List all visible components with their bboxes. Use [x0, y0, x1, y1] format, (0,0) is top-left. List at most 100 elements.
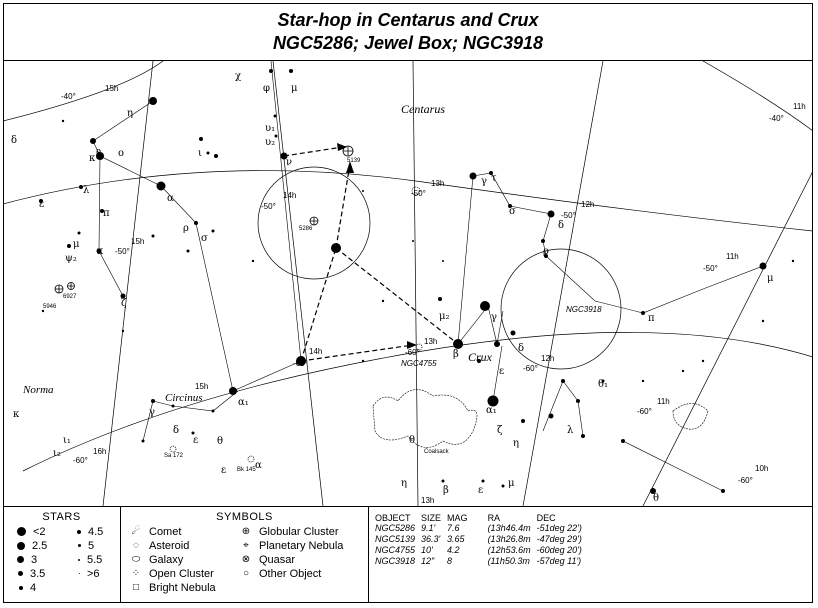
svg-text:ε: ε	[39, 199, 44, 210]
svg-text:ε: ε	[221, 465, 226, 476]
ra-15h-low: 15h	[195, 382, 208, 391]
star-mag-3: 2.5	[17, 539, 75, 552]
ra-line-12h	[522, 61, 604, 506]
svg-text:ζ: ζ	[497, 425, 503, 436]
svg-text:μ₂: μ₂	[439, 311, 450, 322]
star-map: Centarus Crux Norma Circinus 5286 5139 N…	[3, 61, 813, 506]
hop-epsilon-to-beta-crux	[335, 247, 459, 345]
symbol-open-cluster: ⁘Open Cluster	[129, 567, 239, 580]
stars	[39, 69, 795, 494]
label-ngc3918: NGC3918	[566, 305, 602, 314]
hop-epsilon-to-5139	[335, 163, 351, 249]
svg-text:β: β	[96, 149, 102, 160]
globular-cluster-icon: ⊕	[241, 526, 251, 537]
label-centarus: Centarus	[401, 102, 445, 116]
open-cluster-icon: ⁘	[131, 568, 141, 579]
ra-14h-low: 14h	[309, 347, 322, 356]
star-hop-paths	[283, 146, 459, 362]
dec-50-d: -50°	[703, 264, 718, 273]
svg-text:κ: κ	[13, 409, 20, 420]
svg-text:α: α	[167, 193, 174, 204]
svg-text:φ: φ	[263, 83, 270, 94]
star-mag-1: <2	[17, 525, 75, 538]
ra-line-15h	[102, 61, 154, 506]
dec-60-d: -60°	[523, 364, 538, 373]
svg-text:δ: δ	[11, 135, 17, 146]
label-coalsack: Coalsack	[424, 449, 450, 455]
dec-line-minus-50	[3, 170, 813, 232]
svg-text:ε: ε	[499, 366, 504, 377]
svg-text:χ: χ	[235, 71, 241, 82]
svg-text:υ₂: υ₂	[265, 137, 275, 148]
ra-12h-low: 12h	[541, 354, 554, 363]
svg-text:η: η	[513, 438, 519, 449]
svg-text:α₁: α₁	[486, 405, 497, 416]
svg-text:δ: δ	[173, 425, 179, 436]
ra-11h-low: 11h	[657, 397, 670, 406]
coordinate-grid	[3, 61, 813, 506]
label-crux: Crux	[468, 350, 493, 364]
symbol-galaxy: ⬭Galaxy	[129, 553, 239, 566]
svg-text:ι₂: ι₂	[53, 448, 61, 459]
label-ngc4755: NGC4755	[401, 359, 437, 368]
other-object-icon: ○	[242, 568, 250, 579]
planetary-nebula-icon: ⌖	[243, 540, 249, 551]
dec-line-minus-60	[22, 332, 813, 472]
bright-nebula-icon: □	[132, 582, 140, 593]
star-mag-9: 4	[17, 581, 75, 594]
svg-text:ο: ο	[118, 148, 124, 159]
ra-13h-low: 13h	[424, 337, 437, 346]
svg-text:π: π	[103, 208, 110, 219]
ra-10h: 10h	[755, 464, 768, 473]
svg-text:σ: σ	[509, 206, 516, 217]
ra-16h: 16h	[93, 447, 106, 456]
svg-text:μ: μ	[73, 239, 80, 250]
svg-text:γ: γ	[491, 312, 497, 323]
svg-text:ρ: ρ	[543, 246, 549, 257]
svg-text:α: α	[255, 460, 262, 471]
svg-text:θ: θ	[653, 493, 659, 504]
legend-symbols: SYMBOLS ☄Comet ⊕Globular Cluster ◌Astero…	[121, 507, 369, 603]
svg-text:θ: θ	[409, 435, 415, 446]
svg-text:κ: κ	[97, 246, 104, 257]
svg-text:θ₁: θ₁	[598, 379, 608, 390]
symbol-globular-cluster: ⊕Globular Cluster	[239, 525, 369, 538]
chart-subtitle: NGC5286; Jewel Box; NGC3918	[272, 33, 544, 53]
arrow-heads	[337, 143, 417, 349]
ra-13h-mid: 13h	[431, 179, 444, 188]
dec-50-a: -50°	[261, 202, 276, 211]
hop-beta-to-4755	[300, 344, 414, 362]
svg-text:τ: τ	[491, 173, 497, 184]
symbol-asteroid: ◌Asteroid	[129, 539, 239, 552]
svg-text:ζ: ζ	[121, 298, 127, 309]
ra-14h-mid: 14h	[283, 191, 296, 200]
symbol-comet: ☄Comet	[129, 525, 239, 538]
dec-50-c: -50°	[561, 211, 576, 220]
svg-text:μ: μ	[508, 478, 515, 489]
svg-text:υ₁: υ₁	[265, 123, 275, 134]
svg-text:θ: θ	[217, 436, 223, 447]
stars-header: STARS	[42, 511, 81, 523]
galaxy-icon: ⬭	[131, 554, 141, 565]
svg-text:δ: δ	[518, 343, 524, 354]
svg-text:η: η	[127, 108, 133, 119]
ra-11h-top: 11h	[793, 102, 806, 111]
symbol-bright-nebula: □Bright Nebula	[129, 581, 239, 594]
constellation-lines	[92, 61, 764, 492]
nebula-outline	[672, 403, 709, 430]
dec-50-e: -50°	[115, 247, 130, 256]
finder-circle-ngc5286	[257, 166, 371, 280]
map-labels: Centarus Crux Norma Circinus 5286 5139 N…	[22, 84, 806, 505]
comet-icon: ☄	[131, 526, 141, 537]
svg-text:η: η	[401, 478, 407, 489]
svg-text:ψ₂: ψ₂	[65, 253, 77, 264]
svg-text:μ: μ	[291, 83, 298, 94]
deep-sky-symbols	[54, 145, 423, 463]
ra-12h-mid: 12h	[581, 200, 594, 209]
ra-11h-mid: 11h	[726, 252, 739, 261]
hop-nu-to-5139	[283, 146, 344, 157]
svg-text:β: β	[443, 485, 449, 496]
quasar-icon: ⊗	[241, 554, 251, 565]
star-mag-5: 3	[17, 553, 75, 566]
